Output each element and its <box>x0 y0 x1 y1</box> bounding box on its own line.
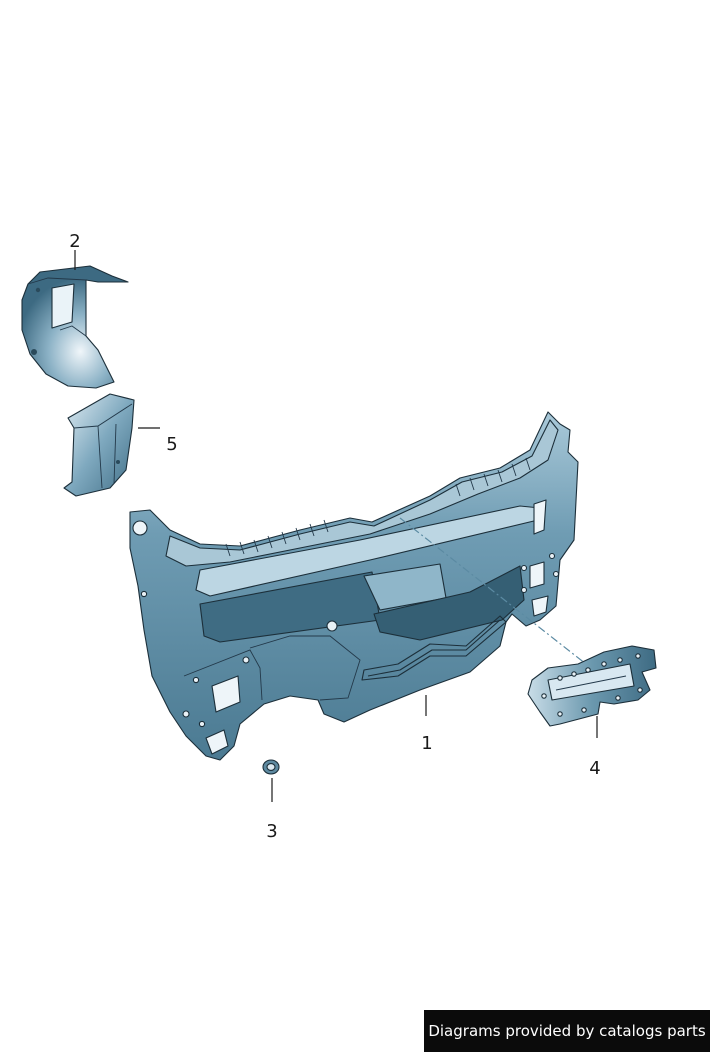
callout-5: 5 <box>166 434 177 455</box>
part-2-wheel-arch-trim <box>21 265 129 389</box>
part-1-rear-trim-panel <box>129 411 579 761</box>
callout-1: 1 <box>421 733 432 754</box>
callout-3: 3 <box>266 821 277 842</box>
part-4-mounting-bracket <box>527 645 657 727</box>
part-3-grommet <box>262 759 280 775</box>
alignment-dash-line <box>399 517 587 665</box>
part-5-trim-bracket <box>63 393 135 497</box>
credit-banner: Diagrams provided by catalogs parts <box>424 1010 710 1052</box>
callout-4: 4 <box>589 758 600 779</box>
callout-2: 2 <box>69 231 80 252</box>
